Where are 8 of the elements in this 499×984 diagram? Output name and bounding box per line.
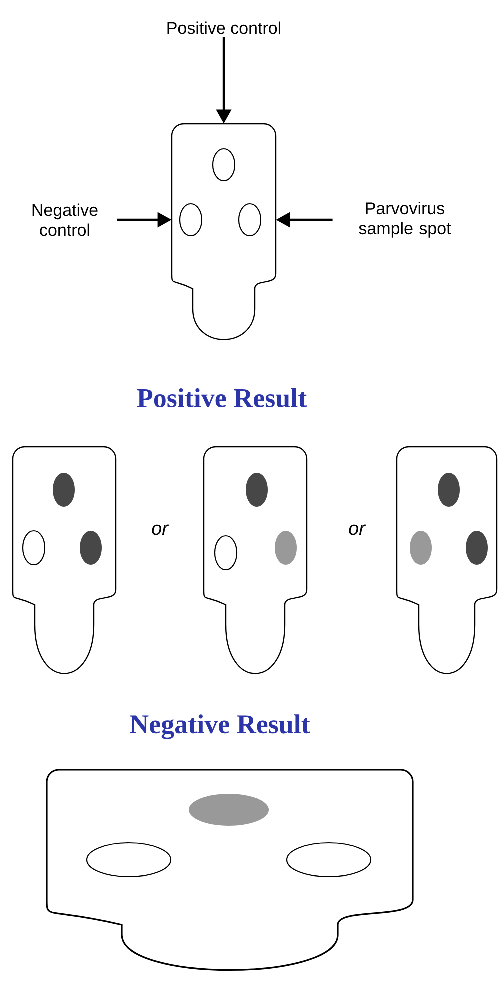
callout-label: Negative control [32,204,98,236]
section-heading: Negative Result [130,714,310,740]
callout-label: Positive control [168,22,280,34]
test-device-drawing [171,123,277,340]
callout-label: Parvovirus sample spot [359,202,452,238]
section-heading: Positive Result [137,388,307,408]
or-label: or [152,524,170,536]
or-label: or [349,524,366,536]
